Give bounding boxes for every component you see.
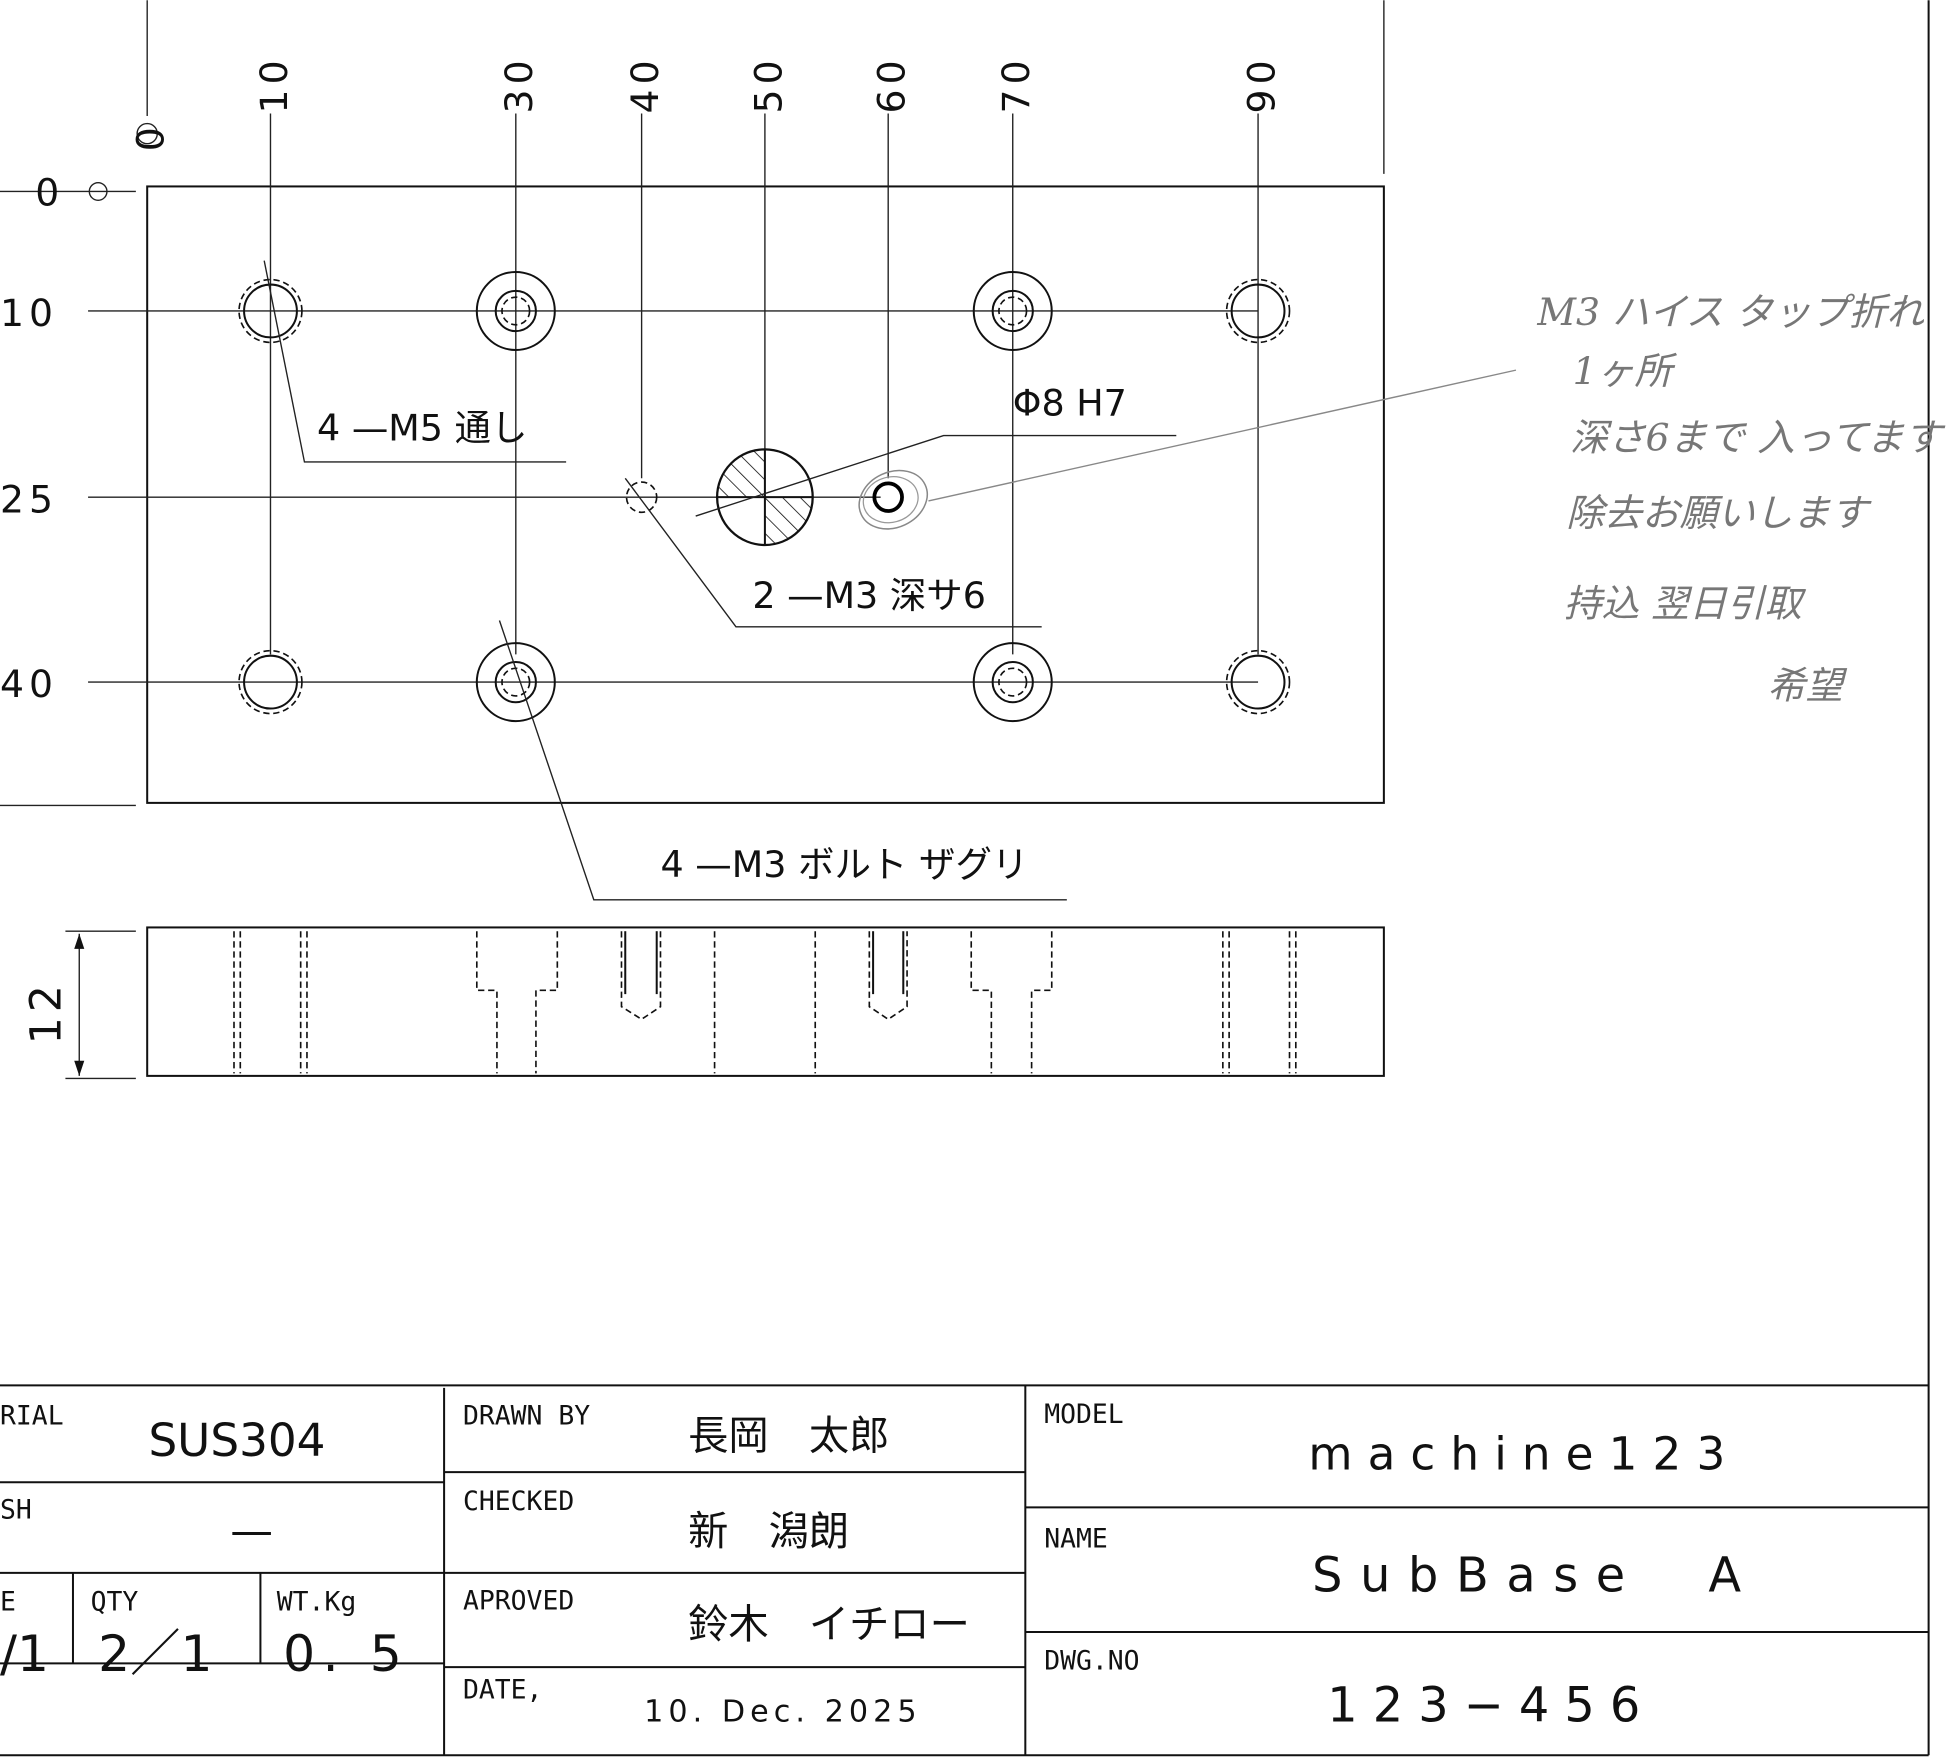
- thickness-label: 12: [21, 980, 71, 1044]
- approved-label: APROVED: [463, 1585, 574, 1616]
- model-label: MODEL: [1044, 1399, 1124, 1430]
- m3-tapped-holes: [625, 469, 928, 530]
- m5-through-holes: [238, 278, 1291, 715]
- svg-text:M3 ハイス タップ折れ: M3 ハイス タップ折れ: [1536, 290, 1924, 334]
- x-label-50: 50: [746, 55, 790, 113]
- callout-m5-through: 4 —M5 通し: [317, 407, 527, 450]
- x-label-40: 40: [623, 55, 667, 113]
- svg-text:希望: 希望: [1768, 663, 1848, 707]
- callout-m3-tap: 2 —M3 深サ6: [752, 574, 986, 617]
- drawn-by-label: DRAWN BY: [463, 1400, 590, 1431]
- weight-value: 0. 5: [283, 1624, 409, 1683]
- x-label-60: 60: [870, 55, 914, 113]
- y-label-0: 0: [35, 170, 64, 214]
- dwg-no-value: 123−456: [1327, 1678, 1655, 1733]
- y-label-40: 40: [0, 662, 58, 706]
- svg-text:深さ6まで 入ってます: 深さ6まで 入ってます: [1570, 416, 1946, 460]
- thickness-dimension: [65, 930, 136, 1080]
- title-block: [0, 1384, 1929, 1756]
- checked-label: CHECKED: [463, 1486, 574, 1517]
- finish-label: SH: [0, 1495, 32, 1526]
- date-value: 10. Dec. 2025: [644, 1694, 921, 1729]
- material-label: RIAL: [0, 1400, 64, 1431]
- scale-value: /1: [0, 1624, 49, 1683]
- origin-marker: [136, 122, 158, 145]
- date-label: DATE,: [463, 1675, 543, 1706]
- name-value: SubBase A: [1312, 1549, 1759, 1604]
- m3-counterbore-holes: [475, 270, 1053, 723]
- finish-value: —: [230, 1506, 273, 1556]
- material-value: SUS304: [148, 1414, 325, 1467]
- dwg-no-label: DWG.NO: [1044, 1646, 1139, 1677]
- bore-8h7: [715, 448, 814, 547]
- qty-label: QTY: [91, 1587, 139, 1618]
- model-value: machine123: [1308, 1428, 1740, 1481]
- x-label-90: 90: [1239, 55, 1283, 113]
- x-label-10: 10: [252, 55, 296, 113]
- y-label-10: 10: [0, 291, 58, 335]
- svg-text:1ヶ所: 1ヶ所: [1573, 349, 1678, 393]
- weight-label: WT.Kg: [277, 1587, 357, 1618]
- x-label-30: 30: [497, 55, 541, 113]
- qty-value: 2／1: [98, 1624, 212, 1683]
- svg-text:除去お願いします: 除去お願いします: [1566, 491, 1872, 535]
- side-view: [146, 926, 1385, 1077]
- x-dimension-labels: 0 10 30 40 50 60 70 90: [129, 55, 1284, 151]
- drawn-by-value: 長岡 太郎: [688, 1414, 889, 1460]
- checked-value: 新 潟朗: [688, 1509, 849, 1555]
- name-label: NAME: [1044, 1524, 1108, 1555]
- scale-label: E: [0, 1587, 16, 1618]
- svg-text:持込 翌日引取: 持込 翌日引取: [1564, 582, 1807, 626]
- approved-value: 鈴木 イチロー: [688, 1602, 970, 1648]
- handwritten-note: M3 ハイス タップ折れ 1ヶ所 深さ6まで 入ってます 除去お願いします 持込…: [1536, 290, 1946, 708]
- x-label-0: 0: [129, 122, 173, 151]
- x-label-70: 70: [994, 55, 1038, 113]
- y-label-25: 25: [0, 477, 58, 521]
- callout-bore: Φ8 H7: [1013, 381, 1127, 424]
- x-ordinate-lines: [269, 113, 1259, 655]
- leader-lines: [263, 260, 1517, 901]
- y-ordinate-lines: [0, 181, 1259, 683]
- callout-m3-counterbore: 4 —M3 ボルト ザグリ: [660, 843, 1028, 886]
